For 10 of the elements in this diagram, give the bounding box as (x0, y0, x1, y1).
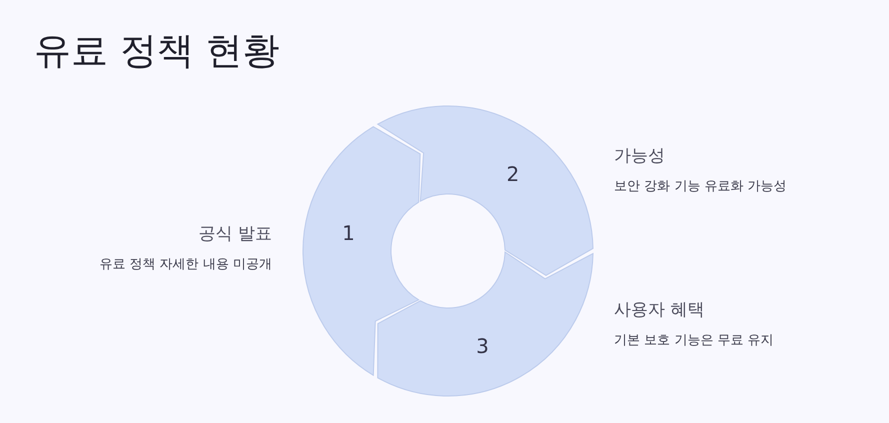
step-heading: 가능성 (614, 145, 665, 167)
step-number: 3 (476, 334, 489, 358)
step-number: 2 (506, 162, 520, 186)
step-description: 보안 강화 기능 유료화 가능성 (614, 178, 787, 196)
step-number: 1 (342, 221, 355, 246)
diagram-title: 유료 정책 현황 (34, 28, 280, 74)
step-heading: 공식 발표 (198, 223, 272, 245)
step-description: 기본 보호 기능은 무료 유지 (614, 332, 774, 350)
step-heading: 사용자 혜택 (614, 299, 704, 321)
step-description: 유료 정책 자세한 내용 미공개 (99, 256, 272, 274)
